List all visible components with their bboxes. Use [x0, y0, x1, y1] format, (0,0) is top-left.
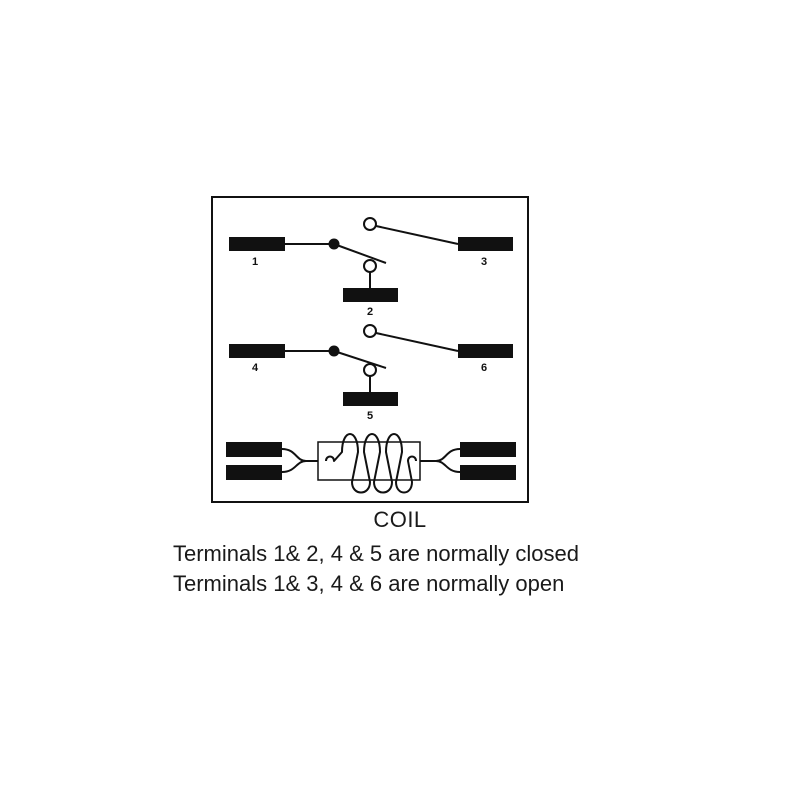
terminal-6-lead [375, 332, 459, 352]
normally-closed-note: Terminals 1& 2, 4 & 5 are normally close… [173, 541, 579, 566]
coil-caption: COIL [373, 507, 427, 532]
terminal-4-label: 4 [252, 362, 259, 374]
relay-frame [211, 196, 529, 503]
terminal-1-pad [229, 237, 285, 251]
terminal-3-pad [458, 237, 513, 251]
terminal-5-label: 5 [367, 410, 373, 422]
coil-pad-left-bottom [226, 465, 282, 480]
coil-lead-left [281, 448, 320, 473]
normally-open-note: Terminals 1& 3, 4 & 6 are normally open [173, 571, 565, 596]
coil-pad-right-bottom [460, 465, 516, 480]
coil-lead-right [420, 448, 461, 473]
nc-contact-upper [363, 259, 377, 273]
coil-pad-left-top [226, 442, 282, 457]
no-contact-lower [363, 324, 377, 338]
terminal-3-lead [375, 225, 459, 245]
terminal-1-label: 1 [252, 256, 258, 268]
terminal-5-pad [343, 392, 398, 406]
coil-winding [325, 433, 417, 494]
nc-contact-lower [363, 363, 377, 377]
coil-pad-right-top [460, 442, 516, 457]
no-contact-upper [363, 217, 377, 231]
terminal-3-label: 3 [481, 256, 487, 268]
switch-arm-upper [333, 243, 387, 264]
switch-arm-lower [333, 350, 387, 369]
terminal-6-label: 6 [481, 362, 487, 374]
terminal-4-pad [229, 344, 285, 358]
terminal-6-pad [458, 344, 513, 358]
terminal-2-pad [343, 288, 398, 302]
terminal-2-label: 2 [367, 306, 373, 318]
coil-assembly [226, 433, 516, 494]
